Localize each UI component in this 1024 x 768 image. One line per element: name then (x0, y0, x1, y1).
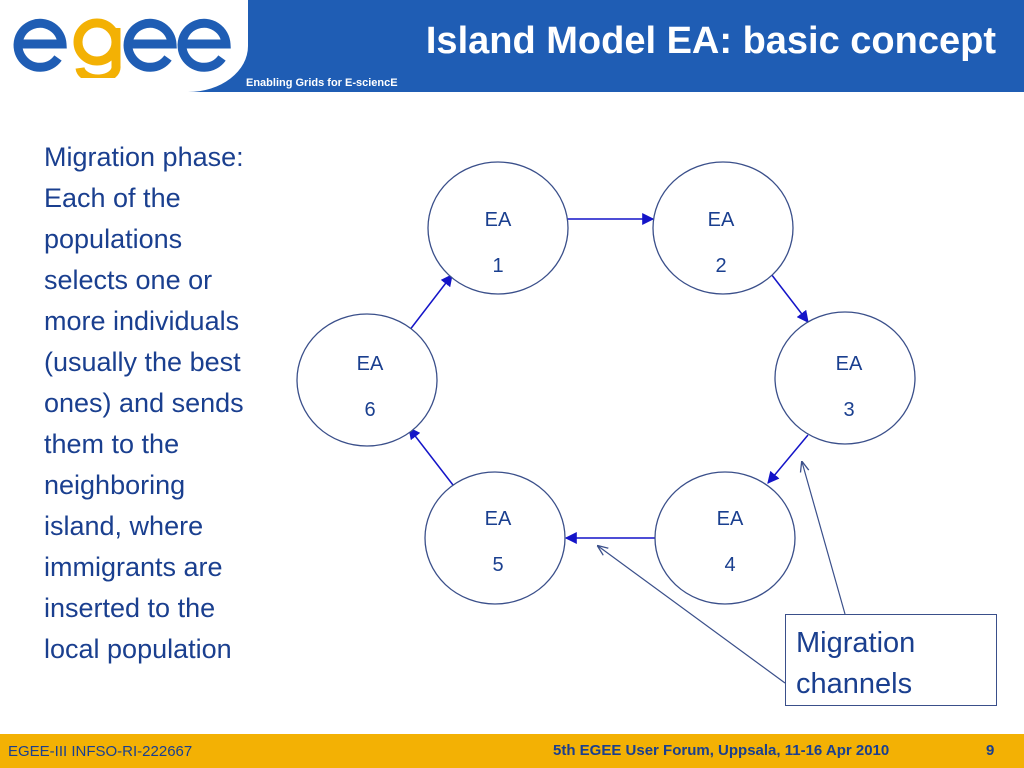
body-line: immigrants are (44, 552, 223, 582)
ea-node-number: 3 (843, 399, 854, 421)
body-line: selects one or (44, 265, 213, 295)
migration-channels-callout: Migration channels (785, 614, 997, 706)
ea-node-number: 2 (715, 255, 726, 277)
body-line: inserted to the (44, 593, 216, 623)
ea-node-label: EA (836, 353, 863, 375)
tagline: Enabling Grids for E-sciencE (246, 77, 398, 89)
footer-event: 5th EGEE User Forum, Uppsala, 11-16 Apr … (553, 742, 890, 759)
page-number: 9 (986, 742, 995, 759)
migration-arrow-3-4 (767, 434, 809, 484)
body-line: island, where (44, 511, 204, 541)
body-line: populations (44, 224, 183, 254)
ea-node-number: 6 (364, 399, 375, 421)
ea-node-label: EA (717, 508, 744, 530)
ea-node-label: EA (485, 209, 512, 231)
callout-pointer (802, 462, 846, 615)
egee-logo (13, 18, 231, 78)
body-line: more individuals (44, 306, 240, 336)
ea-node-3: EA 3 (774, 311, 916, 445)
migration-arrow-2-3 (767, 269, 809, 323)
body-line: local population (44, 634, 232, 664)
body-line: ones) and sends (44, 388, 244, 418)
ea-node-label: EA (485, 508, 512, 530)
migration-arrow-5-6 (408, 427, 454, 486)
body-line: Each of the (44, 183, 181, 213)
body-line: them to the (44, 429, 180, 459)
body-line: neighboring (44, 470, 186, 500)
ea-node-4: EA 4 (654, 471, 796, 605)
footer-bar: EGEE-III INFSO-RI-222667 5th EGEE User F… (0, 734, 1024, 768)
slide-title: Island Model EA: basic concept (425, 20, 996, 62)
body-text: Migration phase: Each of the populations… (44, 137, 314, 670)
footer-project-id: EGEE-III INFSO-RI-222667 (8, 743, 193, 760)
ea-node-label: EA (708, 209, 735, 231)
ea-node-5: EA 5 (424, 471, 566, 605)
ea-node-6: EA 6 (296, 313, 438, 447)
logo-plate (0, 0, 248, 92)
body-line: Migration phase: (44, 142, 244, 172)
body-line: (usually the best (44, 347, 241, 377)
ea-node-number: 5 (492, 554, 503, 576)
migration-arrow-6-1 (408, 274, 453, 332)
ea-node-1: EA 1 (427, 161, 569, 295)
ea-node-number: 1 (492, 255, 503, 277)
ea-node-number: 4 (724, 554, 735, 576)
callout-pointer (598, 546, 786, 684)
ea-node-label: EA (357, 353, 384, 375)
ea-node-2: EA 2 (652, 161, 794, 295)
callout-line: channels (796, 668, 913, 700)
callout-line: Migration (796, 627, 916, 659)
